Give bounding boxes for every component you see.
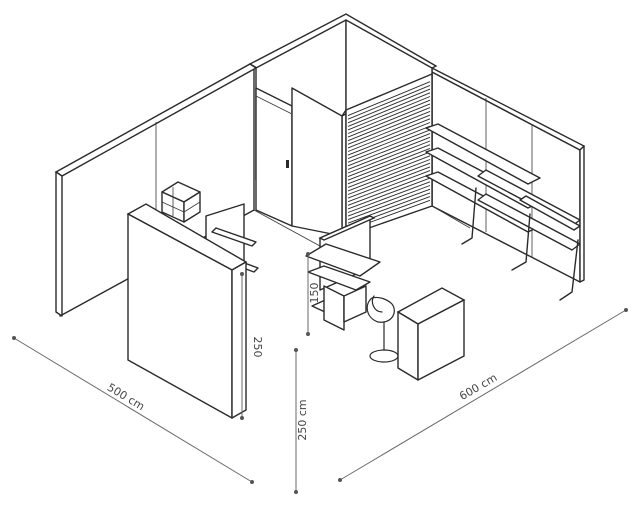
slat-line: [347, 125, 431, 160]
slat-line: [347, 170, 431, 203]
front-partition: [126, 203, 259, 419]
slat-line: [347, 144, 431, 178]
floor-outline: [253, 205, 471, 247]
slat-line: [347, 159, 431, 192]
slat-line: [347, 177, 431, 210]
slat-line: [347, 147, 431, 181]
slat-line: [347, 129, 431, 163]
slat-line: [347, 185, 431, 217]
slat-line: [347, 162, 431, 195]
dimension-600: [338, 308, 628, 482]
slat-line: [347, 118, 431, 152]
dimension-250-partition-label: 250: [251, 337, 264, 358]
door-handle-icon: [286, 160, 289, 168]
chair: [366, 295, 399, 363]
slat-line: [347, 166, 431, 199]
slat-line: [347, 181, 431, 213]
slat-line: [347, 103, 431, 138]
counter: [305, 215, 381, 331]
slat-line: [347, 155, 431, 188]
slat-line: [347, 110, 431, 145]
slat-line: [347, 173, 431, 206]
dimension-500: [12, 336, 254, 484]
slat-line: [347, 188, 431, 221]
slat-line: [347, 107, 431, 142]
slat-line: [347, 92, 431, 127]
right-back-wall: [431, 66, 586, 283]
slat-line: [347, 81, 431, 117]
slat-line: [347, 84, 431, 120]
dimension-250-wall-label: 250 cm: [296, 399, 309, 440]
cube-shelf: [161, 181, 201, 223]
dimension-150-counter: [306, 252, 310, 336]
slat-line: [347, 140, 431, 174]
slat-line: [347, 192, 431, 224]
slat-line: [347, 114, 431, 149]
wall-shelving: [425, 123, 581, 301]
slat-line: [347, 122, 431, 156]
left-back-wall: [54, 63, 258, 317]
dimension-250-partition: [240, 272, 244, 420]
cabinet: [396, 287, 466, 381]
slat-line: [347, 136, 431, 170]
slat-line: [347, 133, 431, 167]
slat-line: [347, 96, 431, 131]
slat-line: [347, 88, 431, 124]
dimension-150-counter-label: 150: [308, 283, 321, 304]
slat-line: [347, 99, 431, 134]
dimension-250-wall: [294, 348, 298, 494]
slat-line: [347, 151, 431, 185]
